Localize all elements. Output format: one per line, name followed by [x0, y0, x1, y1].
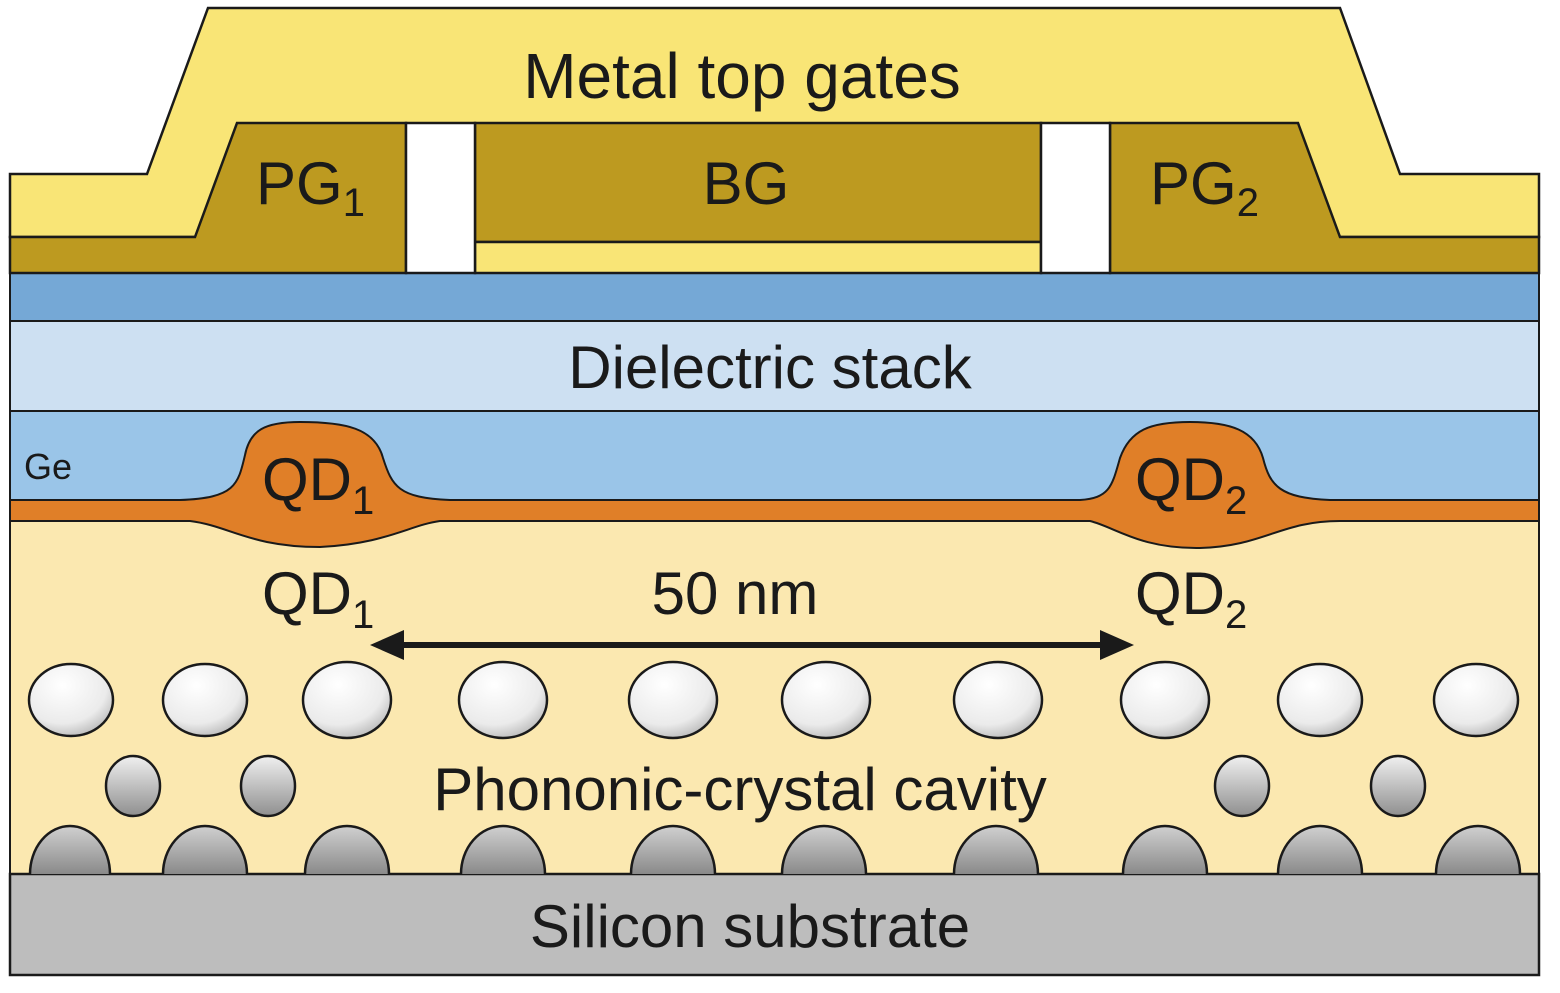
cavity-hole-small: [104, 754, 162, 818]
cavity-hole: [1432, 662, 1520, 738]
cavity-hole-small: [1369, 754, 1427, 818]
cavity-hole: [627, 660, 719, 740]
quantum-dot-2-main: QD: [1135, 560, 1225, 627]
cavity-bump: [28, 824, 112, 875]
plunger-gate-1-label: PG1: [256, 150, 365, 225]
plunger-gate-2-subscript: 2: [1237, 181, 1259, 225]
substrate-bumps-row: [28, 824, 1522, 875]
metal-top-gates-label: Metal top gates: [523, 40, 961, 112]
cavity-hole-small: [1213, 754, 1271, 818]
dielectric-dark-layer: [9, 272, 1540, 322]
cavity-bump: [952, 824, 1040, 875]
cavity-hole: [457, 660, 549, 740]
cavity-hole: [161, 662, 249, 738]
dielectric-stack-layer: [9, 320, 1540, 412]
plunger-gate-2-main: PG: [1150, 150, 1237, 217]
small-holes-row: [104, 754, 1427, 818]
cavity-hole: [1276, 662, 1364, 738]
cavity-bump: [1276, 824, 1364, 875]
cavity-hole: [780, 660, 872, 740]
silicon-substrate-layer: [8, 872, 1541, 977]
cavity-bump: [629, 824, 717, 875]
quantum-dot-2-inline-main: QD: [1135, 446, 1225, 513]
gate-gap-left: [404, 121, 477, 275]
plunger-gate-2-label: PG2: [1150, 150, 1259, 225]
germanium-label: Ge: [24, 446, 72, 487]
quantum-dot-1-subscript: 1: [352, 593, 374, 637]
cavity-bump: [1121, 824, 1209, 875]
plunger-gate-1-main: PG: [256, 150, 343, 217]
gate-gap-right: [1039, 121, 1112, 275]
cavity-hole: [952, 660, 1044, 740]
quantum-dot-1-inline-label: QD1: [262, 446, 374, 523]
barrier-gate-yellow-strip: [473, 240, 1043, 275]
quantum-dot-2-inline-label: QD2: [1135, 446, 1247, 523]
phononic-cavity-label: Phononic-crystal cavity: [433, 756, 1047, 823]
dielectric-stack-label: Dielectric stack: [568, 334, 972, 401]
separation-arrow: [370, 630, 1134, 660]
cavity-hole-small: [239, 754, 297, 818]
cavity-hole: [27, 662, 115, 738]
cavity-hole: [301, 660, 393, 740]
large-holes-row: [27, 660, 1520, 740]
silicon-substrate-label: Silicon substrate: [530, 893, 970, 960]
cavity-bump: [161, 824, 249, 875]
quantum-dot-2-inline-subscript: 2: [1225, 479, 1247, 523]
quantum-dot-layer: [9, 420, 1540, 550]
quantum-dot-1-inline-main: QD: [262, 446, 352, 513]
cavity-bump: [303, 824, 391, 875]
cavity-bump: [780, 824, 868, 875]
cavity-bump: [459, 824, 547, 875]
plunger-gate-1-subscript: 1: [343, 181, 365, 225]
quantum-dot-1-main: QD: [262, 560, 352, 627]
cavity-hole: [1119, 660, 1211, 740]
separation-label: 50 nm: [652, 560, 819, 627]
quantum-dot-2-subscript: 2: [1225, 593, 1247, 637]
quantum-dot-2-label: QD2: [1135, 560, 1247, 637]
quantum-dot-1-label: QD1: [262, 560, 374, 637]
barrier-gate-label: BG: [703, 150, 790, 217]
cavity-bump: [1434, 824, 1522, 875]
quantum-dot-1-inline-subscript: 1: [352, 479, 374, 523]
